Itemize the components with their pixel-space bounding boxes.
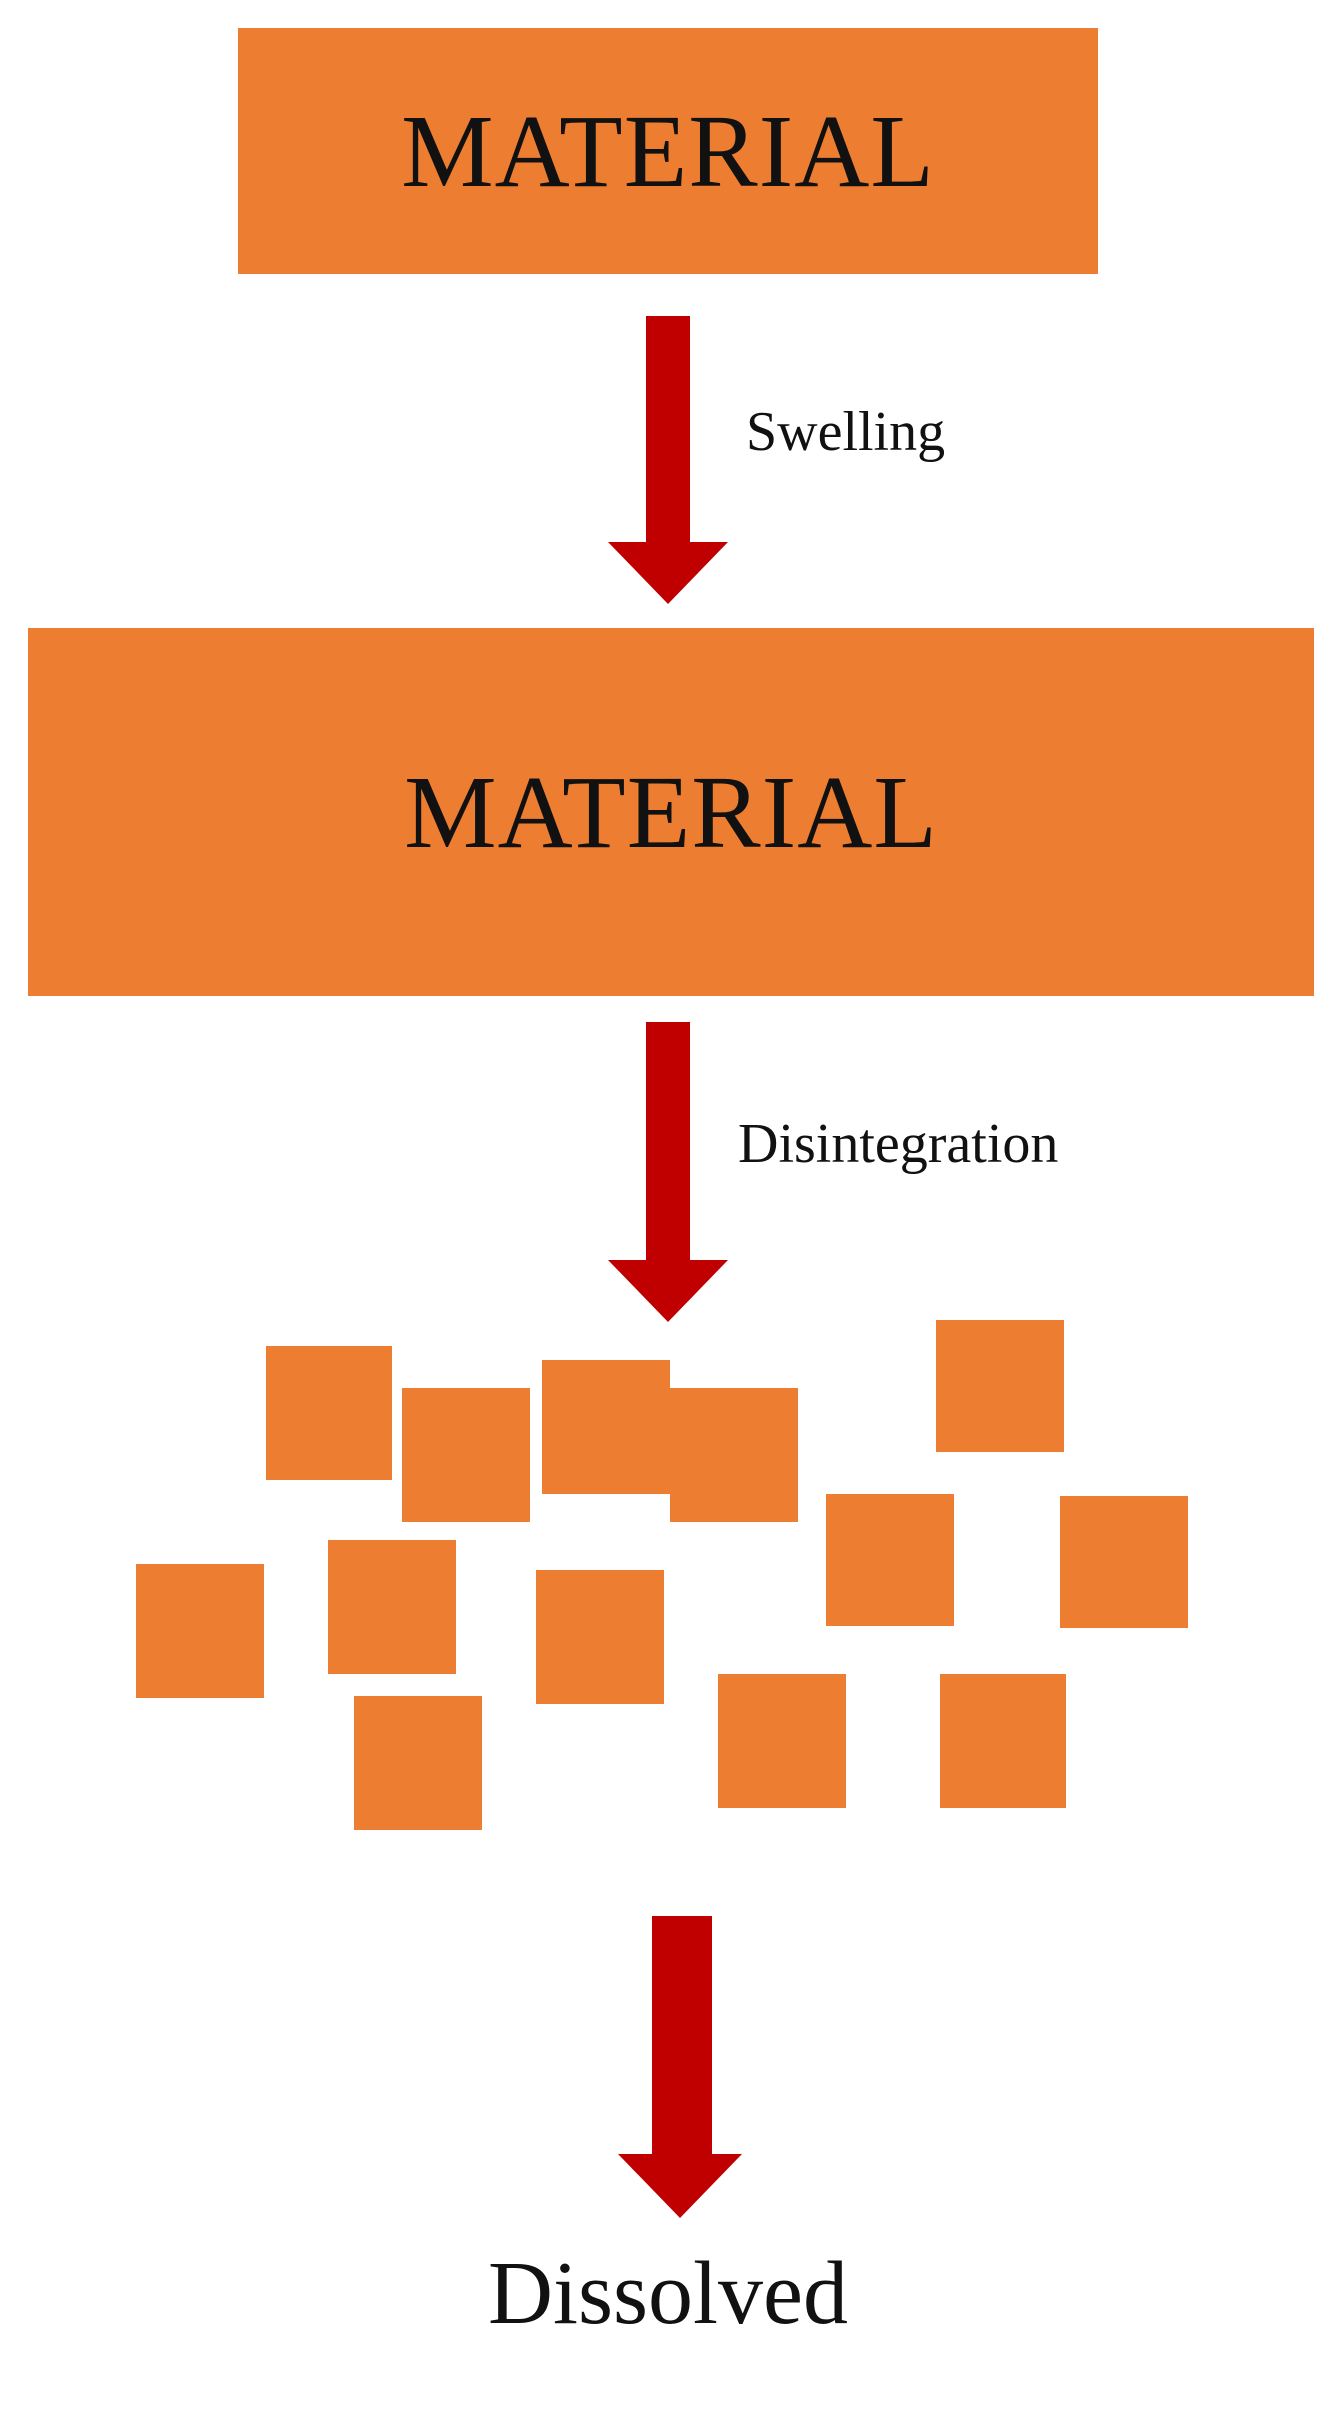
material-label-initial: MATERIAL xyxy=(401,93,935,209)
material-fragment xyxy=(136,1564,264,1698)
arrow-down-icon xyxy=(608,1022,728,1322)
material-box-swollen: MATERIAL xyxy=(28,628,1314,996)
material-fragment xyxy=(936,1320,1064,1452)
material-fragment xyxy=(718,1674,846,1808)
material-fragment xyxy=(542,1360,670,1494)
material-fragment xyxy=(354,1696,482,1830)
material-fragment xyxy=(1060,1496,1188,1628)
material-fragment xyxy=(826,1494,954,1626)
material-label-swollen: MATERIAL xyxy=(404,754,938,870)
material-fragment xyxy=(940,1674,1066,1808)
material-fragment xyxy=(266,1346,392,1480)
material-fragment xyxy=(328,1540,456,1674)
step-label-swelling: Swelling xyxy=(746,401,946,463)
material-fragment xyxy=(670,1388,798,1522)
material-box-initial: MATERIAL xyxy=(238,28,1098,274)
material-fragment xyxy=(536,1570,664,1704)
arrow-down-icon xyxy=(618,1916,742,2218)
step-label-disintegration: Disintegration xyxy=(738,1113,1059,1175)
result-label-dissolved: Dissolved xyxy=(488,2244,848,2343)
material-fragment xyxy=(402,1388,530,1522)
arrow-down-icon xyxy=(608,316,728,604)
